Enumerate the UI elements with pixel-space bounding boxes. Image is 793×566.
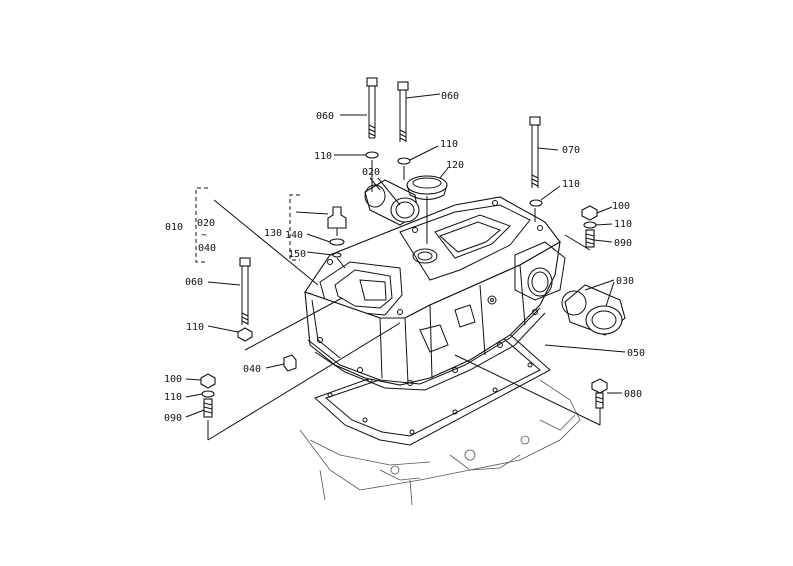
label-090-left: 090: [164, 413, 182, 424]
label-110-top-right: 110: [440, 139, 458, 150]
label-110-top-left: 110: [314, 151, 332, 162]
bushing-020: [364, 179, 420, 226]
part-labels: 060 060 110 110 020 120 070 110 100 110 …: [164, 91, 645, 424]
label-050: 050: [627, 348, 645, 359]
bolt-070: [529, 116, 541, 188]
label-110-left: 110: [186, 322, 204, 333]
label-030: 030: [616, 276, 634, 287]
washer-140: [329, 238, 345, 246]
bolt-060-top-1: [366, 77, 378, 139]
ring-150: [332, 252, 342, 258]
bolt-060-top-2: [397, 81, 409, 142]
group-bracket-130: [289, 194, 300, 261]
label-070: 070: [562, 145, 580, 156]
label-110-left-set: 110: [164, 392, 182, 403]
label-020-group: 020: [197, 218, 215, 229]
cover-housing: [304, 196, 566, 391]
label-090-right: 090: [614, 238, 632, 249]
label-060-left: 060: [185, 277, 203, 288]
washer-110-top-2: [397, 157, 411, 165]
fitting-130: [327, 206, 347, 236]
label-020-top: 020: [362, 167, 380, 178]
label-040-plug: 040: [243, 364, 261, 375]
label-060-top-right: 060: [441, 91, 459, 102]
label-tilde: ~: [201, 230, 207, 241]
bushing-030: [561, 284, 626, 336]
group-bracket-010: [195, 187, 208, 263]
label-140: 140: [285, 230, 303, 241]
label-150: 150: [288, 249, 306, 260]
label-130: 130: [264, 228, 282, 239]
stud-set-right: [581, 205, 598, 248]
label-080: 080: [624, 389, 642, 400]
washer-110-070: [529, 199, 543, 207]
label-110-070: 110: [562, 179, 580, 190]
washer-110-top-1: [365, 151, 379, 159]
label-100-right: 100: [612, 201, 630, 212]
leader-lines: [185, 93, 626, 441]
label-120: 120: [446, 160, 464, 171]
cap-120: [406, 175, 448, 200]
label-100-left: 100: [164, 374, 182, 385]
washer-110-left: [237, 327, 253, 342]
label-110-right: 110: [614, 219, 632, 230]
label-060-top-left: 060: [316, 111, 334, 122]
stud-set-left: [200, 373, 216, 418]
bolt-080: [591, 378, 608, 409]
engine-block-background: [299, 379, 581, 506]
label-010: 010: [165, 222, 183, 233]
plug-040: [283, 354, 297, 372]
label-040-group: 040: [198, 243, 216, 254]
bolt-060-left: [239, 257, 251, 325]
